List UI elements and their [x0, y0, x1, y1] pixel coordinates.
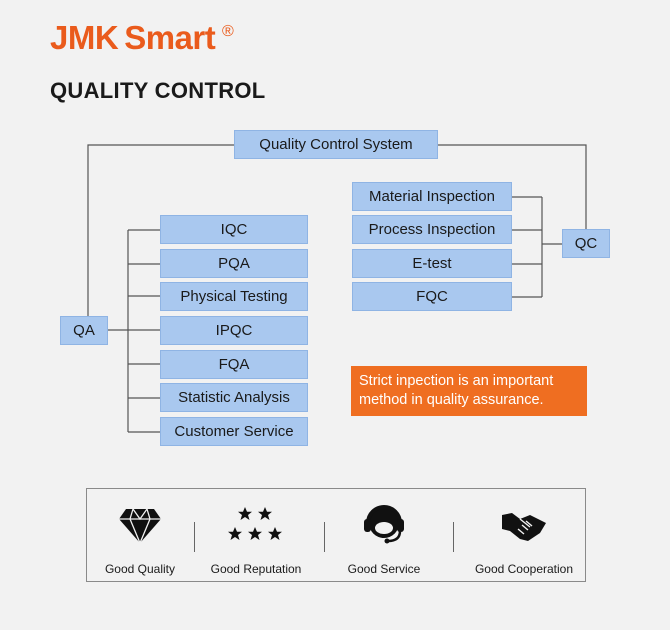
node-material-inspection: Material Inspection	[352, 182, 512, 211]
section-title: QUALITY CONTROL	[50, 78, 266, 103]
feature-good-quality: Good Quality	[75, 489, 205, 581]
quality-note: Strict inpection is an important method …	[351, 366, 587, 416]
feature-good-service: Good Service	[319, 489, 449, 581]
node-qc: QC	[562, 229, 610, 258]
node-fqc: FQC	[352, 282, 512, 311]
feature-label-good-cooperation: Good Cooperation	[474, 562, 574, 576]
feature-divider	[324, 522, 325, 552]
connector-root-qc	[438, 144, 587, 229]
features-panel: Good Quality Good Reputation	[86, 488, 586, 582]
node-process-inspection: Process Inspection	[352, 215, 512, 244]
node-fqa: FQA	[160, 350, 308, 379]
feature-good-cooperation: Good Cooperation	[459, 489, 589, 581]
feature-label-good-service: Good Service	[347, 562, 421, 576]
brand-name-part1: JMK	[50, 19, 119, 56]
feature-divider	[453, 522, 454, 552]
node-pqa: PQA	[160, 249, 308, 278]
node-iqc: IQC	[160, 215, 308, 244]
node-statistic-analysis: Statistic Analysis	[160, 383, 308, 412]
node-customer-service: Customer Service	[160, 417, 308, 446]
headset-icon	[364, 505, 404, 544]
node-e-test: E-test	[352, 249, 512, 278]
feature-label-good-quality: Good Quality	[104, 562, 176, 576]
brand-name-part2: Smart	[124, 19, 216, 56]
node-physical-testing: Physical Testing	[160, 282, 308, 311]
feature-divider	[194, 522, 195, 552]
node-qa: QA	[60, 316, 108, 345]
stars-icon	[228, 507, 282, 540]
node-quality-control-system: Quality Control System	[234, 130, 438, 159]
handshake-icon	[502, 513, 546, 541]
registered-mark: ®	[221, 23, 234, 40]
feature-good-reputation: Good Reputation	[191, 489, 321, 581]
connector-root-qa	[87, 144, 234, 316]
quality-note-line1: Strict inpection is an important	[359, 373, 554, 389]
quality-note-line2: method in quality assurance.	[359, 392, 544, 408]
feature-label-good-reputation: Good Reputation	[210, 562, 302, 576]
diamond-icon	[119, 508, 161, 544]
node-ipqc: IPQC	[160, 316, 308, 345]
